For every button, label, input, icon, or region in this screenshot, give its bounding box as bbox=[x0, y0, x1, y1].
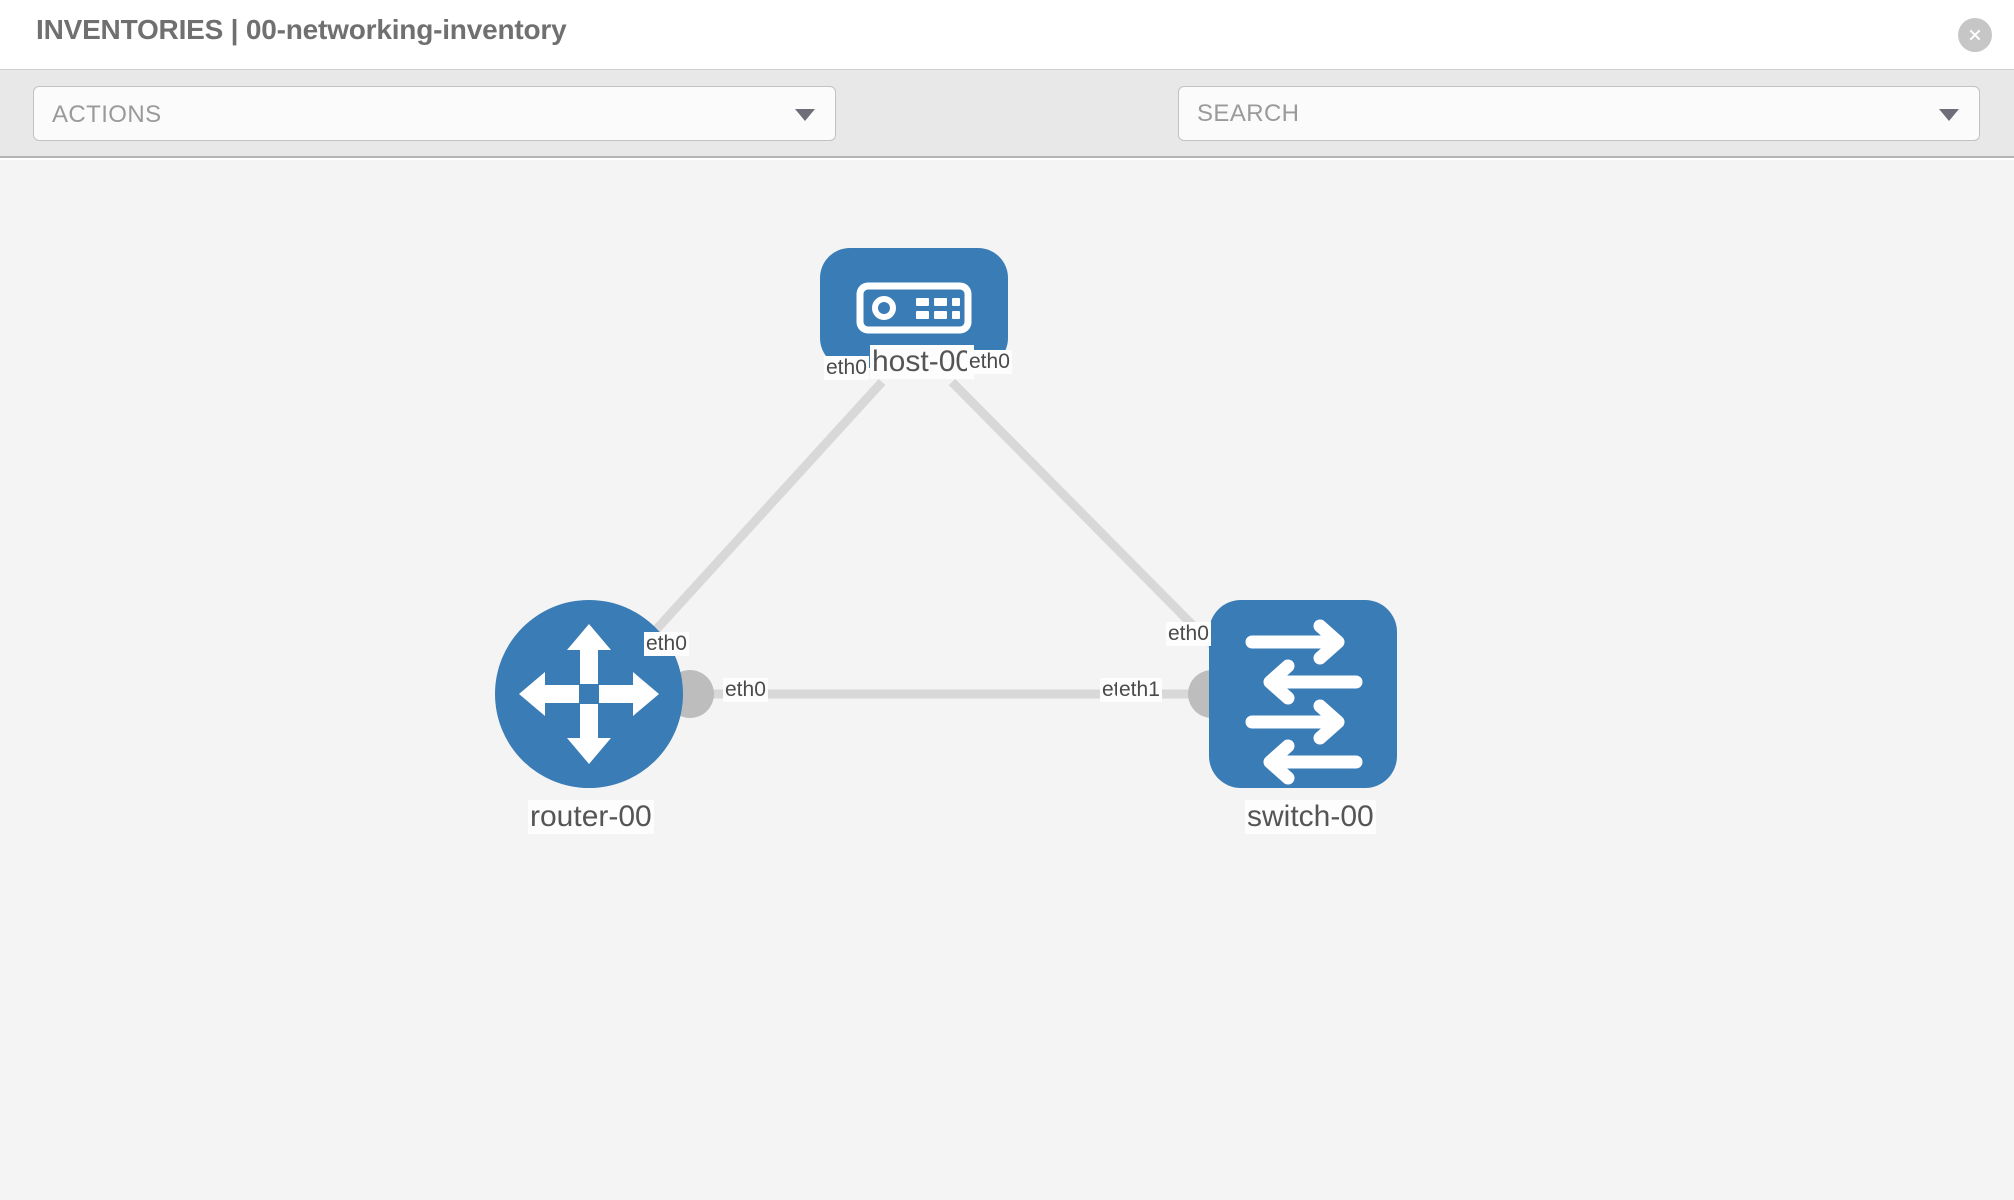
chevron-down-icon[interactable] bbox=[1939, 109, 1959, 121]
node-host00[interactable] bbox=[820, 248, 1008, 368]
interface-label-host00-left: eth0 bbox=[824, 356, 869, 380]
chevron-down-icon bbox=[795, 109, 815, 121]
topology-canvas[interactable]: host-00 router-00 switch-00 eth0 eth0 et… bbox=[0, 160, 2014, 1200]
toolbar: ACTIONS bbox=[0, 69, 2014, 199]
interface-label-router00-up: eth0 bbox=[644, 632, 689, 656]
node-router00[interactable] bbox=[495, 600, 683, 788]
switch-arrows-icon bbox=[1245, 619, 1363, 785]
node-label-switch00: switch-00 bbox=[1245, 800, 1376, 834]
topology-graph bbox=[495, 248, 1397, 788]
interface-label-switch00-up: eth0 bbox=[1166, 622, 1211, 646]
node-label-router00: router-00 bbox=[528, 800, 654, 834]
link-host00-switch00[interactable] bbox=[948, 378, 1239, 672]
link-host00-router00[interactable] bbox=[608, 378, 886, 682]
page-title: INVENTORIES | 00-networking-inventory bbox=[36, 14, 567, 45]
node-label-host00: host-00 bbox=[870, 345, 975, 379]
link-layer bbox=[608, 378, 1239, 699]
page-header: INVENTORIES | 00-networking-inventory bbox=[0, 0, 2014, 69]
actions-dropdown[interactable]: ACTIONS bbox=[33, 86, 836, 141]
actions-dropdown-label: ACTIONS bbox=[52, 101, 162, 128]
server-device-icon bbox=[856, 282, 972, 334]
interface-label-host00-right: eth0 bbox=[967, 350, 1012, 374]
search-input[interactable] bbox=[1197, 87, 1917, 140]
close-icon[interactable] bbox=[1958, 18, 1992, 52]
interface-label-router00-right: eth0 bbox=[723, 678, 768, 702]
search-field[interactable] bbox=[1178, 86, 1980, 141]
router-arrows-icon bbox=[519, 624, 659, 764]
node-switch00[interactable] bbox=[1209, 600, 1397, 788]
interface-label-switch00-left: eth1 bbox=[1117, 678, 1162, 702]
